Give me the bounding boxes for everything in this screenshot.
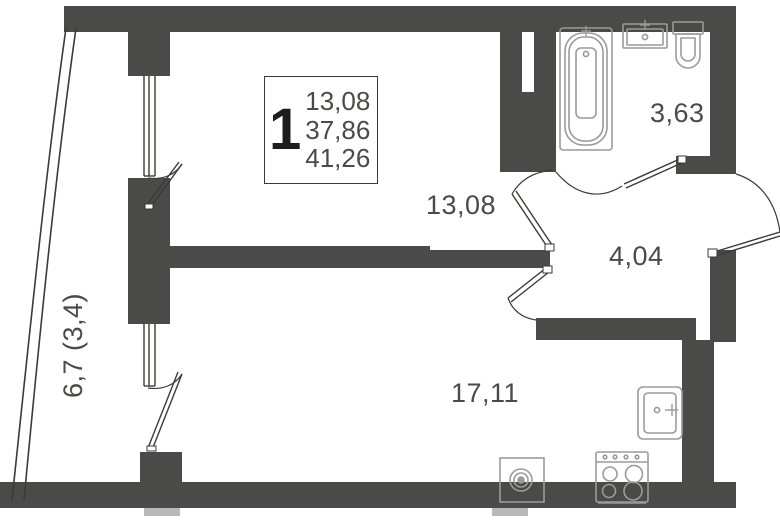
door-leaf-balcony-upper-a [149, 163, 183, 209]
door-leaf-bathroom-b [625, 161, 685, 189]
door-leaf-balcony-lower-a [151, 373, 183, 451]
bathtub-inner-1 [564, 32, 608, 146]
window-marker-bottom-1 [144, 508, 180, 516]
stove-burner-bl [601, 483, 617, 499]
door-arc-balcony-lower [147, 373, 183, 390]
kitchen-sink-drain-icon [653, 406, 661, 414]
bathtub-basin [575, 47, 597, 119]
room-label-kitchen: 17,11 [451, 378, 520, 408]
wall-right-bathroom [710, 6, 736, 172]
stove-knob-3 [623, 454, 629, 460]
balcony-curve-outer [11, 27, 67, 501]
door-hinge-kitchen [542, 265, 553, 274]
door-arc-entrance [735, 173, 780, 233]
room-label-hall: 4,04 [609, 241, 664, 271]
door-leaf-bathroom-a [623, 157, 683, 185]
kitchen-sink-icon [637, 386, 683, 440]
wall-top-outer [64, 6, 736, 32]
washing-machine-hub-icon [517, 476, 525, 484]
washing-machine-door-icon [509, 468, 533, 492]
window-marker-bottom-2 [492, 508, 528, 516]
stove-knob-2 [612, 454, 618, 460]
kitchen-sink-bowl [643, 392, 677, 434]
washing-machine-icon [499, 457, 545, 503]
stove-knob-4 [634, 454, 640, 460]
door-hinge-bathroom [677, 155, 687, 164]
cooking-stove-icon [595, 451, 649, 503]
washbasin-drain-icon [641, 33, 649, 41]
stove-burner-tr [624, 464, 644, 484]
stove-burner-tl [602, 466, 618, 482]
room-count: 1 [269, 97, 302, 163]
washing-machine-drum-icon [513, 472, 529, 488]
stove-knob-1 [602, 454, 608, 460]
wall-hall-bottom [536, 318, 696, 340]
kitchen-sink-faucet-icon [665, 404, 678, 416]
door-leaf-entrance-b [714, 235, 780, 257]
door-leaf-balcony-lower-b [147, 371, 179, 449]
door-leaf-kitchen-a [507, 267, 547, 299]
door-hinge-livingroom [544, 243, 555, 252]
door-hinge-entrance [707, 248, 718, 258]
room-label-bathroom: 3,63 [650, 98, 705, 128]
balcony-glazing [11, 27, 77, 501]
wall-partition-horizontal [170, 246, 430, 268]
bathroom-fixtures [559, 20, 704, 151]
wall-bathroom-bottom-left [500, 150, 556, 172]
apartment-summary-box: 1 13,08 37,86 41,26 [264, 76, 378, 184]
door-hinge-balcony-lower [146, 445, 157, 452]
bathtub-icon [559, 27, 613, 151]
area-living-value: 13,08 [305, 86, 371, 117]
wall-partition-horizontal-right [430, 250, 550, 268]
bathtub-inner-2 [568, 36, 604, 142]
wall-bathroom-left [500, 6, 522, 106]
kitchen-fixtures [499, 386, 683, 504]
door-arc-bathroom [555, 171, 623, 195]
door-leaf-entrance-a [713, 231, 780, 253]
wall-pier-left-mid [128, 178, 170, 324]
openings-group [143, 76, 780, 452]
toilet-bowl-icon [675, 33, 701, 69]
area-total-value: 37,86 [305, 114, 371, 145]
bathtub-drain-icon [582, 50, 590, 58]
washbasin-faucet-icon [640, 20, 650, 30]
door-leaf-kitchen-b [510, 271, 550, 303]
area-figures: 13,08 37,86 41,26 [305, 87, 370, 173]
door-arc-kitchen [507, 297, 537, 321]
door-leaf-livingroom-b [515, 190, 553, 246]
wall-bathroom-bottom-right [676, 156, 736, 174]
wall-jamb-upper-left [128, 6, 170, 76]
stove-burner-br [623, 481, 643, 501]
bathtub-faucet-icon [581, 26, 591, 36]
wall-right-kitchen [682, 340, 714, 488]
door-leaf-balcony-upper-b [145, 161, 180, 207]
door-leaf-livingroom-a [511, 193, 549, 249]
room-label-living-room: 13,08 [426, 190, 497, 220]
wall-right-lower-outer [710, 318, 736, 342]
balcony-curve-inner [23, 27, 77, 501]
wall-niche-right [534, 6, 556, 106]
toilet-seat-icon [680, 37, 696, 62]
door-hinge-balcony-upper [144, 203, 154, 210]
door-arc-livingroom [511, 169, 553, 195]
area-with-balcony-value: 41,26 [305, 143, 371, 174]
room-label-balcony: 6,7 (3,4) [58, 292, 88, 398]
